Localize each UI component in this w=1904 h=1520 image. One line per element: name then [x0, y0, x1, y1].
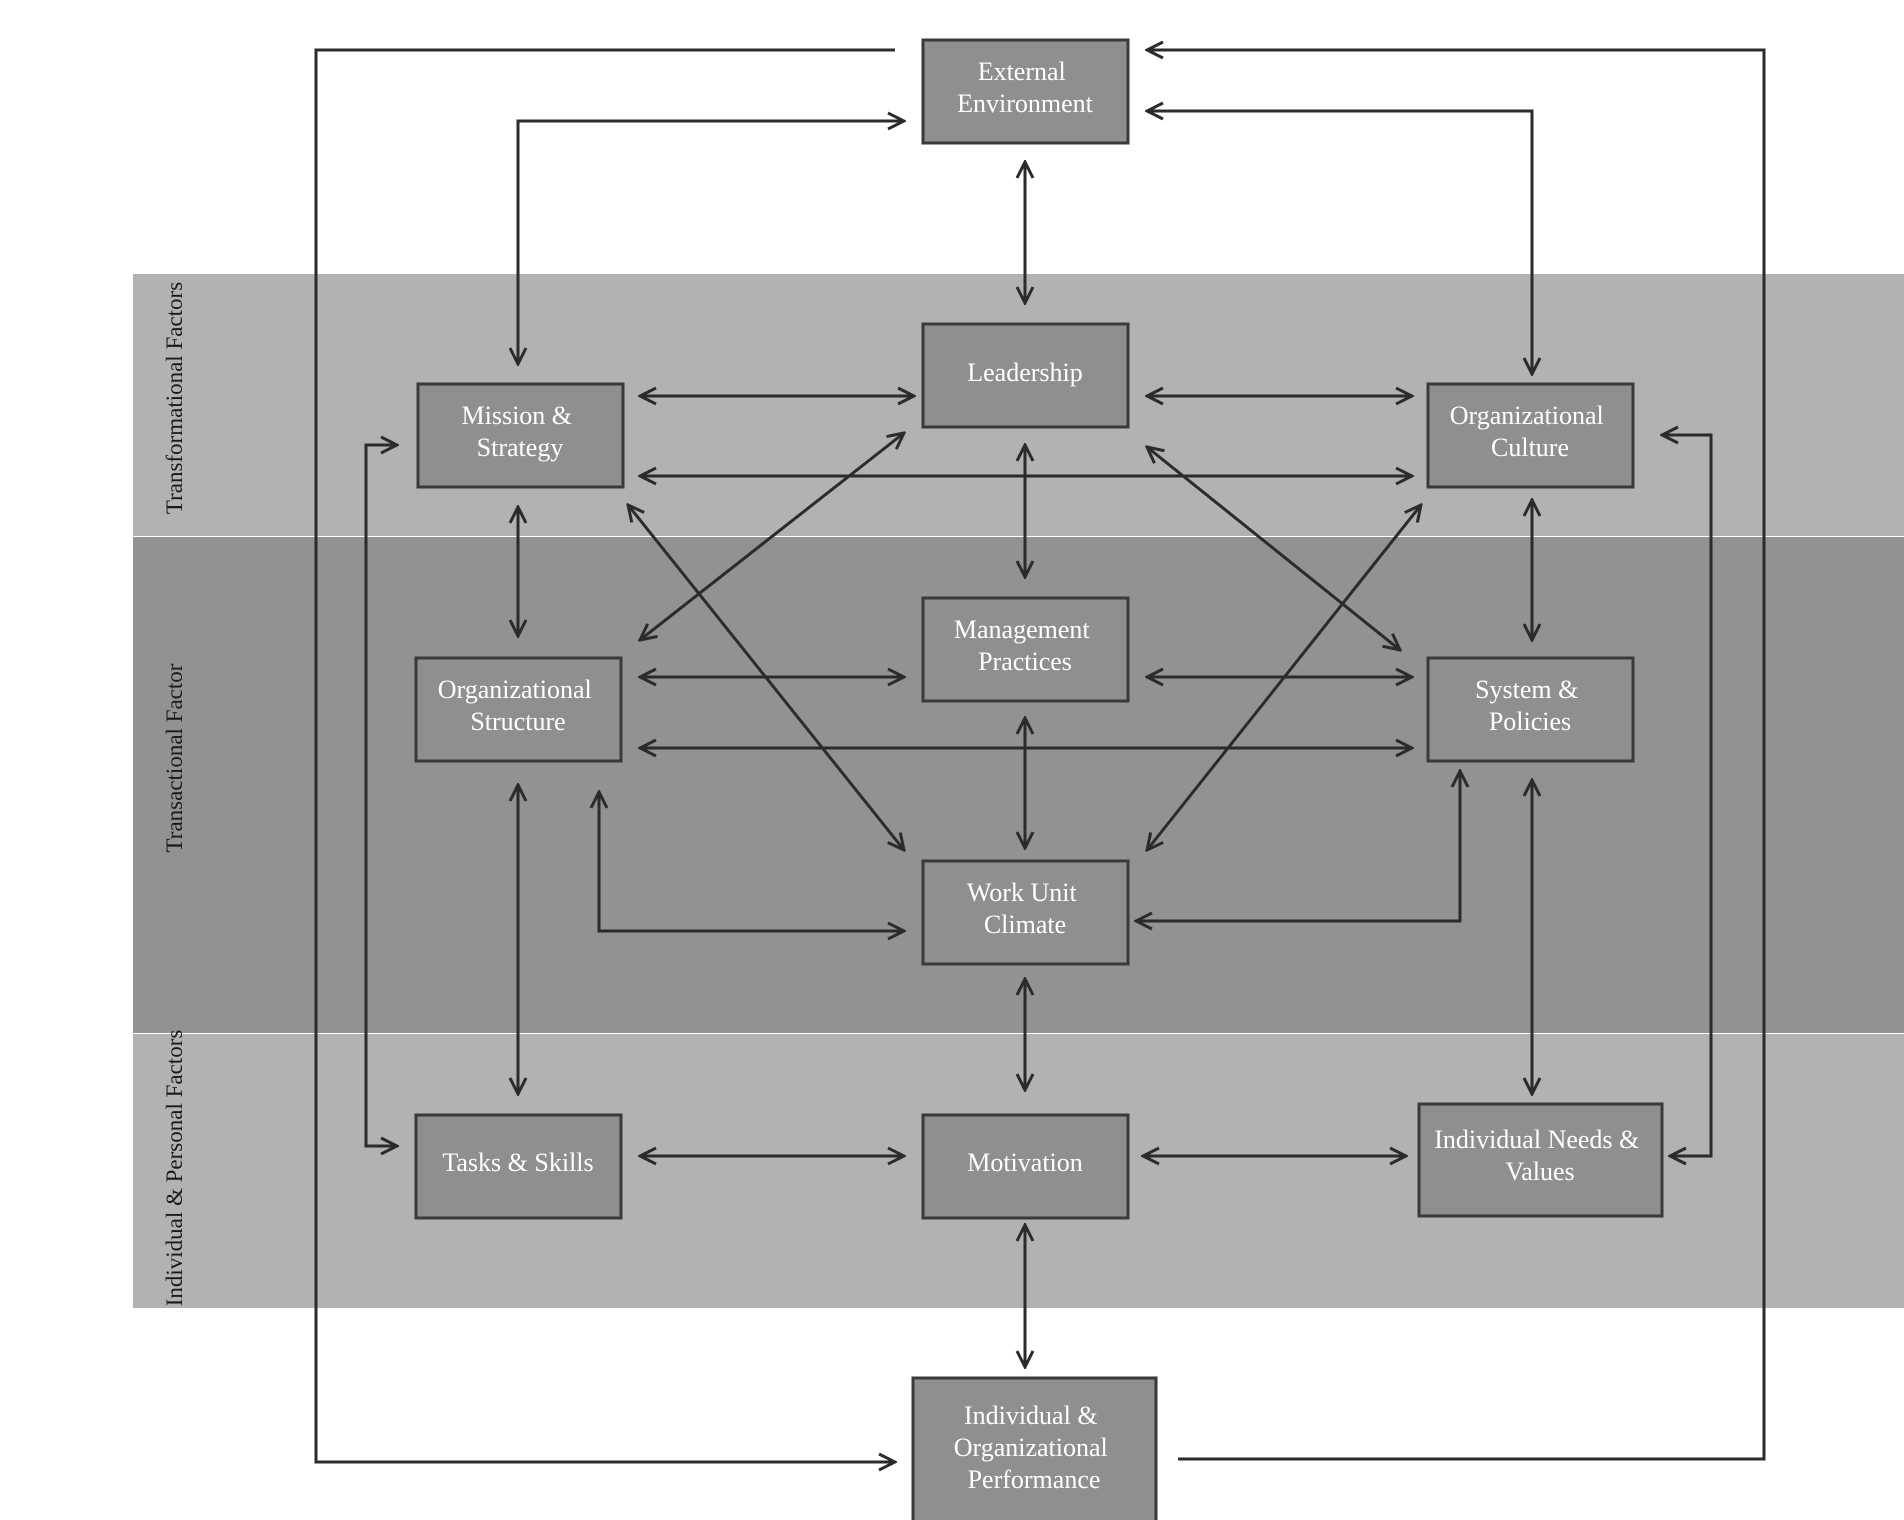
node-line: Individual &	[964, 1401, 1098, 1430]
node-text: Organizational Culture	[1450, 401, 1611, 462]
node-box	[921, 596, 1130, 703]
connector-performance-loop-left	[314, 48, 895, 1462]
node-line: Strategy	[477, 433, 564, 462]
node-line: Leadership	[967, 358, 1083, 387]
node-line: Tasks & Skills	[442, 1148, 593, 1177]
node-line: Climate	[984, 910, 1066, 939]
node-line: Culture	[1491, 433, 1569, 462]
node-leadership: Leadership	[921, 322, 1130, 429]
band-label-transformational: Transformational Factors	[162, 282, 187, 514]
node-box	[911, 1376, 1158, 1520]
node-mission-strategy: Mission & Strategy	[416, 382, 625, 489]
node-line: External	[978, 57, 1066, 86]
node-text: Work Unit Climate	[967, 878, 1083, 939]
node-line: Organizational	[954, 1433, 1108, 1462]
node-text: System & Policies	[1475, 675, 1585, 736]
node-text: Individual & Organizational Performance	[954, 1401, 1115, 1494]
node-line: Environment	[957, 89, 1094, 118]
node-box	[921, 1113, 1130, 1220]
connector-culture-needs	[1662, 435, 1713, 1156]
node-line: Organizational	[438, 675, 592, 704]
connector-structure-climate	[599, 792, 904, 931]
node-box	[1417, 1102, 1664, 1218]
node-text: Tasks & Skills	[442, 1148, 593, 1177]
node-box	[1426, 382, 1635, 489]
node-box	[416, 382, 625, 489]
node-line: Mission &	[461, 401, 572, 430]
node-box	[1426, 656, 1635, 763]
node-line: Values	[1505, 1157, 1574, 1186]
node-line: System &	[1475, 675, 1578, 704]
connector-mission-external	[518, 121, 904, 364]
connector-performance-loop-right	[1147, 50, 1766, 1461]
node-line: Practices	[978, 647, 1072, 676]
node-text: Individual Needs & Values	[1434, 1125, 1646, 1186]
node-line: Management	[954, 615, 1091, 644]
node-line: Structure	[470, 707, 565, 736]
node-text: External Environment	[957, 57, 1094, 118]
node-management-practices: Management Practices	[921, 596, 1130, 703]
node-external-environment: External Environment	[921, 38, 1130, 145]
node-box	[921, 38, 1130, 145]
node-text: Management Practices	[954, 615, 1096, 676]
node-system-policies: System & Policies	[1426, 656, 1635, 763]
node-motivation: Motivation	[921, 1113, 1130, 1220]
node-organizational-culture: Organizational Culture	[1426, 382, 1635, 489]
node-box	[921, 322, 1130, 429]
node-line: Policies	[1489, 707, 1571, 736]
connectors	[314, 48, 1766, 1462]
node-organizational-structure: Organizational Structure	[414, 656, 623, 763]
node-line: Work Unit	[967, 878, 1078, 907]
node-line: Organizational	[1450, 401, 1604, 430]
node-work-unit-climate: Work Unit Climate	[921, 859, 1130, 966]
node-individual-needs-values: Individual Needs & Values	[1417, 1102, 1664, 1218]
band-labels: Transformational Factors Transactional F…	[162, 282, 187, 1307]
node-text: Motivation	[967, 1148, 1083, 1177]
connector-external-culture	[1147, 111, 1532, 374]
connector-mission-tasks	[364, 445, 397, 1146]
node-box	[414, 656, 623, 763]
connector-system-climate	[1136, 771, 1460, 921]
node-text: Leadership	[967, 358, 1083, 387]
node-line: Individual Needs &	[1434, 1125, 1639, 1154]
node-text: Mission & Strategy	[461, 401, 578, 462]
node-individual-org-performance: Individual & Organizational Performance	[911, 1376, 1158, 1520]
node-text: Organizational Structure	[438, 675, 599, 736]
node-line: Performance	[968, 1465, 1101, 1494]
band-label-transactional: Transactional Factor	[162, 663, 187, 852]
node-box	[921, 859, 1130, 966]
node-box	[414, 1113, 623, 1220]
node-line: Motivation	[967, 1148, 1083, 1177]
band-label-individual: Individual & Personal Factors	[162, 1030, 187, 1307]
node-tasks-skills: Tasks & Skills	[414, 1113, 623, 1220]
